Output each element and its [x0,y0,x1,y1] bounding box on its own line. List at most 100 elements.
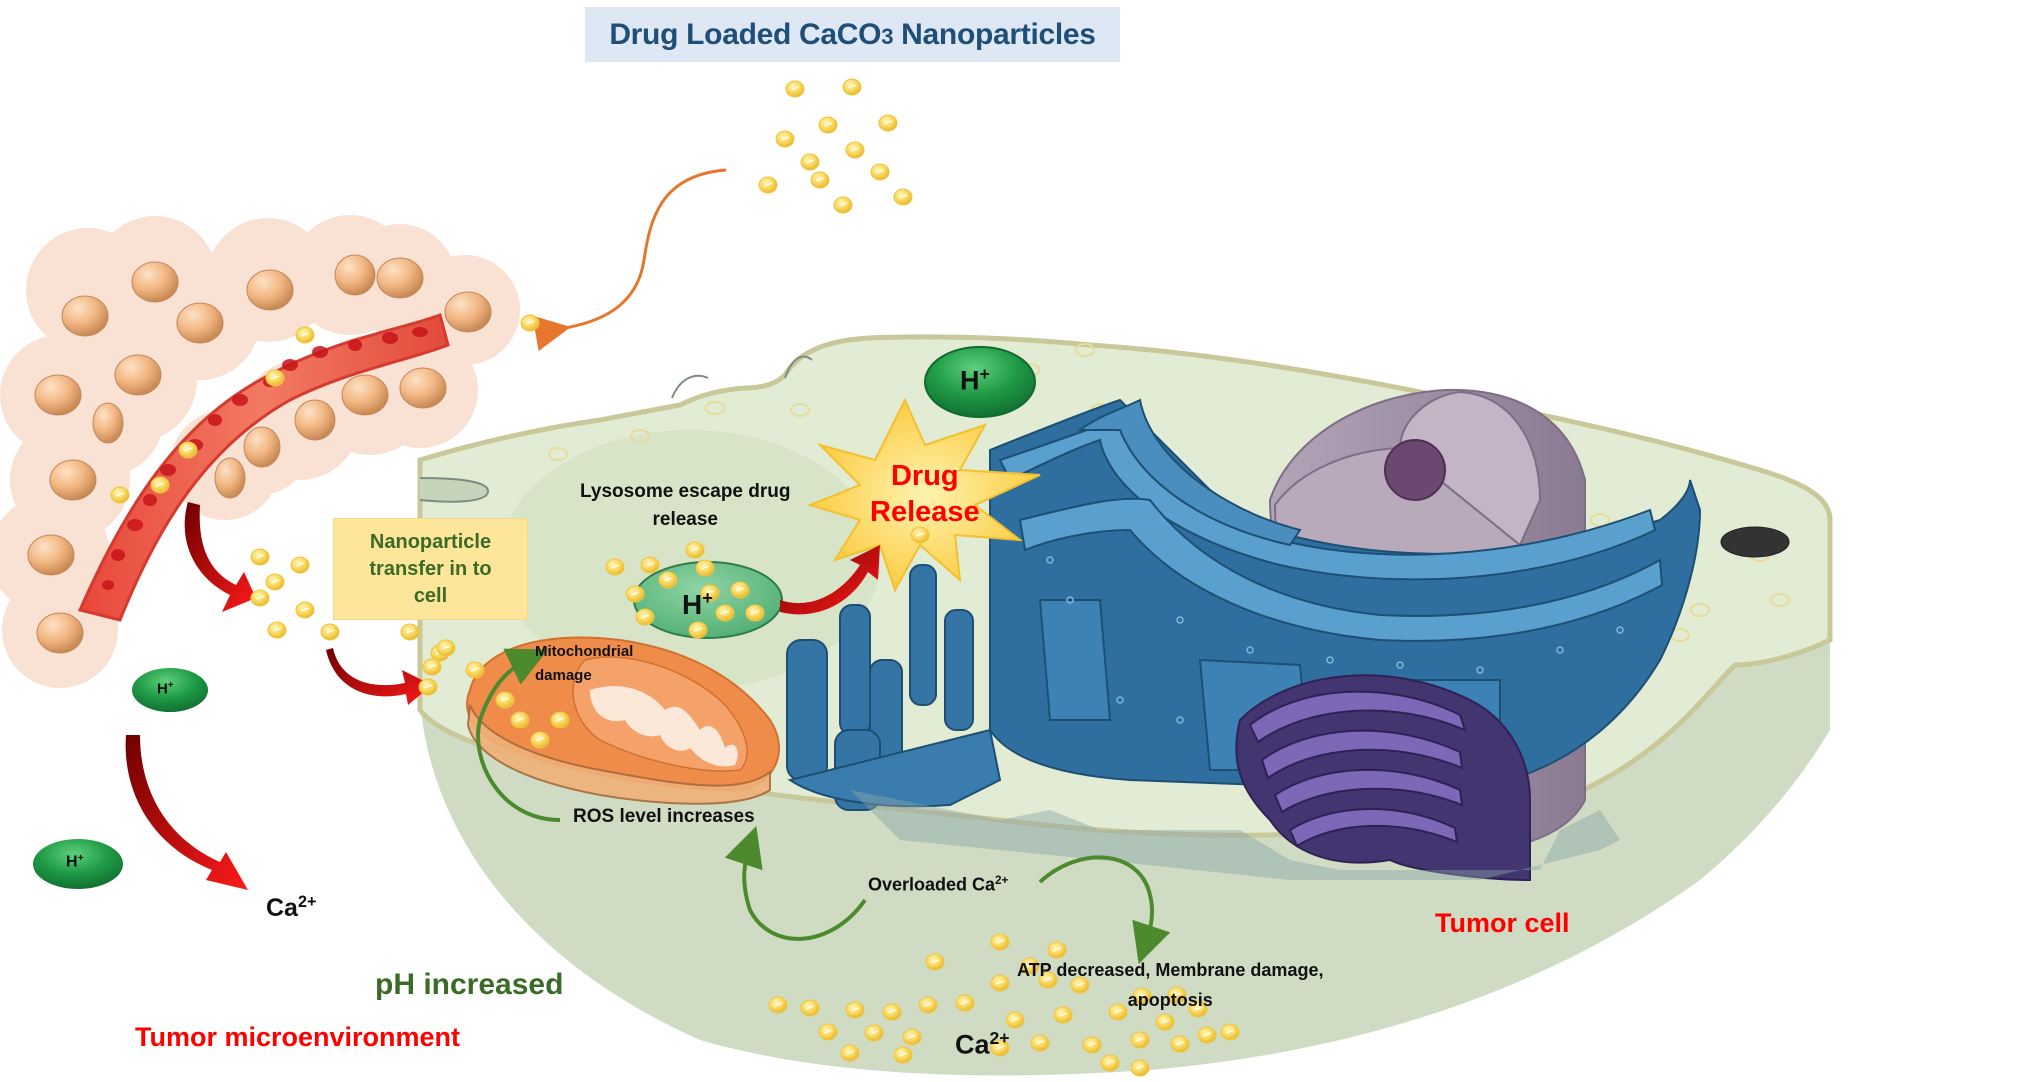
nanoparticle [818,116,838,134]
ca-base: Ca [266,893,298,922]
membrane-invagination [419,477,489,503]
h-base: H [157,680,168,698]
nanoparticle [1100,1054,1120,1072]
red-arrow-vessel-to-space [184,502,256,612]
ca-sup: 2+ [989,1028,1010,1048]
nanoparticle [1188,1000,1208,1018]
h-sup: + [979,364,990,384]
h-sup: + [77,853,84,864]
title-suffix: Nanoparticles [893,17,1096,51]
title-text: Drug Loaded CaCO3 Nanoparticles [609,17,1096,52]
mito-damage-line1: Mitochondrial [535,643,634,660]
membrane-invagination [671,374,709,399]
left-h-ion-label-2: H+ [66,853,84,872]
drug-release-line1: Drug [890,460,959,492]
nanoparticle [695,559,715,577]
green-arrow-ca-to-atp [1038,855,1171,964]
nanoparticle [845,1001,865,1019]
green-arrow-ca-to-ros [724,826,867,941]
nanoparticle-transfer-label: Nanoparticle transfer in to cell [369,530,492,607]
mito-damage-line2: damage [535,667,592,684]
organelle-shadow [850,790,1620,880]
orange-curved-arrow [532,168,727,351]
nanoparticle [250,589,270,607]
dark-vesicle [1720,526,1790,558]
nanoparticle [1108,1003,1128,1021]
nanoparticle [1030,1034,1050,1052]
h-sup: + [167,680,174,691]
nanoparticle [745,604,765,622]
nanoparticle [833,196,853,214]
red-arrow-lysosome-to-burst [780,545,880,615]
h-ion-left-1 [132,668,208,712]
nanoparticle [768,996,788,1014]
nanoparticle [800,999,820,1017]
nanoparticle [1047,941,1067,959]
ros-level-label: ROS level increases [573,806,755,827]
tumor-microenvironment-label: Tumor microenvironment [135,1022,461,1052]
nanoparticle [1053,1006,1073,1024]
green-arrow-ros-to-mito [476,648,561,822]
nanoparticle [785,80,805,98]
nanoparticle [110,486,130,504]
nanoparticle [1070,976,1090,994]
nanoparticle [870,163,890,181]
nanoparticle [818,1023,838,1041]
nanoparticle [1020,957,1040,975]
nanoparticle [418,678,438,696]
nanoparticle [1038,971,1058,989]
nanoparticle [902,1028,922,1046]
title-banner: Drug Loaded CaCO3 Nanoparticles [585,7,1120,62]
nanoparticle [842,78,862,96]
membrane-invagination [784,355,813,379]
ca-bottom-label: Ca2+ [955,1028,1010,1061]
title-prefix: Drug Loaded CaCO [609,17,882,51]
nanoparticle [265,369,285,387]
endosome [500,430,880,690]
red-arrow-into-cell [326,648,432,705]
nanoparticle [530,731,550,749]
nanoparticle [1130,1059,1150,1077]
nanoparticle [955,994,975,1012]
atp-decreased-label: ATP decreased, Membrane damage, apoptosi… [1017,955,1323,1015]
atp-line1: ATP decreased, Membrane damage, [1017,960,1324,980]
nanoparticle [845,141,865,159]
nanoparticle [625,585,645,603]
nanoparticle-transfer-box: Nanoparticle transfer in to cell [333,518,528,620]
nanoparticle [840,1044,860,1062]
nanoparticle [918,996,938,1014]
nanoparticle [1005,1011,1025,1029]
nanoparticle [775,130,795,148]
nanoparticle [436,639,456,657]
ph-increased-label: pH increased [375,968,564,1001]
nanoparticle [320,623,340,641]
nanoparticle [990,974,1010,992]
overloaded-ca-sup: 2+ [995,874,1009,887]
lysosome-escape-line1: Lysosome escape drug [580,481,791,502]
golgi-apparatus [1235,674,1531,882]
nanoparticle [465,661,485,679]
nanoparticle [510,711,530,729]
nanoparticle [550,711,570,729]
nanoparticle [800,153,820,171]
blood-vessel [77,313,450,622]
h-base: H [66,853,78,871]
drug-release-line2: Release [870,496,980,528]
nanoparticle [925,953,945,971]
h-base: H [960,365,980,396]
nanoparticle [1170,1035,1190,1053]
lysosome-escape-line2: release [652,509,718,530]
nanoparticle [150,476,170,494]
overloaded-ca-label: Overloaded Ca2+ [868,874,1008,895]
ca-sup: 2+ [297,893,317,911]
nanoparticle [178,441,198,459]
nanoparticle [640,556,660,574]
nanoparticle [605,558,625,576]
nanoparticle [295,326,315,344]
nanoparticle [1167,986,1187,1004]
nanoparticle [700,584,720,602]
ca-left-label: Ca2+ [266,893,317,923]
overloaded-ca-base: Overloaded Ca [868,874,996,895]
drug-release-label: Drug Release [870,458,980,530]
nanoparticle [267,621,287,639]
